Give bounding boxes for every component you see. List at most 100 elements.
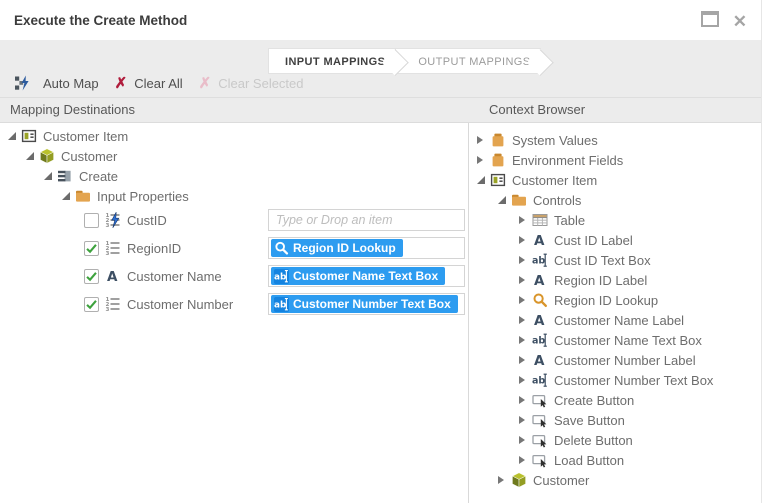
maximize-button[interactable] xyxy=(700,11,719,32)
tree-item-label: Controls xyxy=(533,192,582,208)
window-title: Execute the Create Method xyxy=(14,13,188,28)
expander-collapsed-icon[interactable] xyxy=(477,136,483,144)
expander-expanded-icon[interactable] xyxy=(26,152,34,160)
tree-item-customer[interactable]: Customer xyxy=(469,470,761,490)
mapping-chip-region-id-lookup[interactable]: Region ID Lookup xyxy=(271,239,403,257)
clear-selected-label: Clear Selected xyxy=(218,75,304,91)
tree-item-environment-fields[interactable]: Environment Fields xyxy=(469,150,761,170)
panel-header-context-browser: Context Browser xyxy=(489,102,586,117)
tree-item-create-button[interactable]: Create Button xyxy=(469,390,761,410)
expander-expanded-icon[interactable] xyxy=(62,192,70,200)
svg-text:ab: ab xyxy=(532,336,545,347)
tree-item-delete-button[interactable]: Delete Button xyxy=(469,430,761,450)
item-view-icon xyxy=(490,172,506,188)
tree-item-save-button[interactable]: Save Button xyxy=(469,410,761,430)
expander-collapsed-icon[interactable] xyxy=(519,416,525,424)
svg-text:3: 3 xyxy=(106,307,110,312)
tree-item-label: Region ID Lookup xyxy=(554,292,659,308)
expander-expanded-icon[interactable] xyxy=(477,176,485,184)
tree-item-controls[interactable]: Controls xyxy=(469,190,761,210)
tree-item-label: Cust ID Text Box xyxy=(554,252,651,268)
expander-collapsed-icon[interactable] xyxy=(519,236,525,244)
text-a-icon: A xyxy=(532,232,548,248)
clear-all-icon: ✗ xyxy=(114,74,128,92)
tree-item-customer-item[interactable]: Customer Item xyxy=(0,126,468,146)
magnifier-icon xyxy=(532,292,548,308)
svg-text:2: 2 xyxy=(106,302,110,308)
close-button[interactable]: ✕ xyxy=(733,13,747,30)
expander-collapsed-icon[interactable] xyxy=(519,336,525,344)
checkbox-checked[interactable] xyxy=(84,296,99,312)
expander-collapsed-icon[interactable] xyxy=(519,356,525,364)
mapping-chip-label: Region ID Lookup xyxy=(293,241,396,255)
expander-collapsed-icon[interactable] xyxy=(519,456,525,464)
magnifier-icon xyxy=(274,241,289,256)
checkbox-checked[interactable] xyxy=(84,240,99,256)
tree-item-system-values[interactable]: System Values xyxy=(469,130,761,150)
checkbox-unchecked[interactable] xyxy=(84,212,99,228)
mapping-input[interactable]: Type or Drop an item xyxy=(268,209,465,231)
button-icon xyxy=(532,432,548,448)
method-icon xyxy=(57,168,73,184)
expander-collapsed-icon[interactable] xyxy=(477,156,483,164)
chevron-right-icon xyxy=(527,48,554,76)
expander-collapsed-icon[interactable] xyxy=(519,316,525,324)
tree-item-input-properties[interactable]: Input Properties xyxy=(0,186,468,206)
mapping-chip-label: Customer Number Text Box xyxy=(293,297,451,311)
clear-selected-icon: ✗ xyxy=(198,74,212,92)
tree-item-load-button[interactable]: Load Button xyxy=(469,450,761,470)
folder-case-icon xyxy=(490,132,506,148)
expander-collapsed-icon[interactable] xyxy=(519,396,525,404)
svg-text:A: A xyxy=(534,233,545,248)
expander-collapsed-icon[interactable] xyxy=(498,476,504,484)
tree-item-customer[interactable]: Customer xyxy=(0,146,468,166)
tree-item-region-id-lookup[interactable]: Region ID Lookup xyxy=(469,290,761,310)
textbox-ab-icon: ab xyxy=(274,269,289,284)
mapping-input[interactable]: Region ID Lookup xyxy=(268,237,465,259)
expander-collapsed-icon[interactable] xyxy=(519,376,525,384)
tab-input-mappings[interactable]: INPUT MAPPINGS xyxy=(268,48,409,76)
clear-all-button[interactable]: ✗ Clear All xyxy=(111,74,195,93)
expander-collapsed-icon[interactable] xyxy=(519,256,525,264)
tree-item-label: System Values xyxy=(512,132,598,148)
tree-item-label: Customer Name Text Box xyxy=(554,332,702,348)
expander-collapsed-icon[interactable] xyxy=(519,296,525,304)
tab-output-mappings[interactable]: OUTPUT MAPPINGS xyxy=(395,48,554,76)
folder-icon xyxy=(75,188,91,204)
tree-item-create[interactable]: Create xyxy=(0,166,468,186)
expander-collapsed-icon[interactable] xyxy=(519,276,525,284)
expander-collapsed-icon[interactable] xyxy=(519,436,525,444)
expander-expanded-icon[interactable] xyxy=(8,132,16,140)
expander-collapsed-icon[interactable] xyxy=(519,216,525,224)
auto-map-button[interactable]: Auto Map xyxy=(10,73,111,93)
tree-item-customer-name-text-box[interactable]: ab Customer Name Text Box xyxy=(469,330,761,350)
folder-case-icon xyxy=(490,152,506,168)
tree-item-label: RegionID xyxy=(127,240,182,256)
svg-text:ab: ab xyxy=(274,272,286,282)
tree-item-label: Create xyxy=(79,168,119,184)
checkbox-checked[interactable] xyxy=(84,268,99,284)
expander-expanded-icon[interactable] xyxy=(44,172,52,180)
tree-item-customer-item[interactable]: Customer Item xyxy=(469,170,761,190)
expander-expanded-icon[interactable] xyxy=(498,196,506,204)
tree-item-table[interactable]: Table xyxy=(469,210,761,230)
